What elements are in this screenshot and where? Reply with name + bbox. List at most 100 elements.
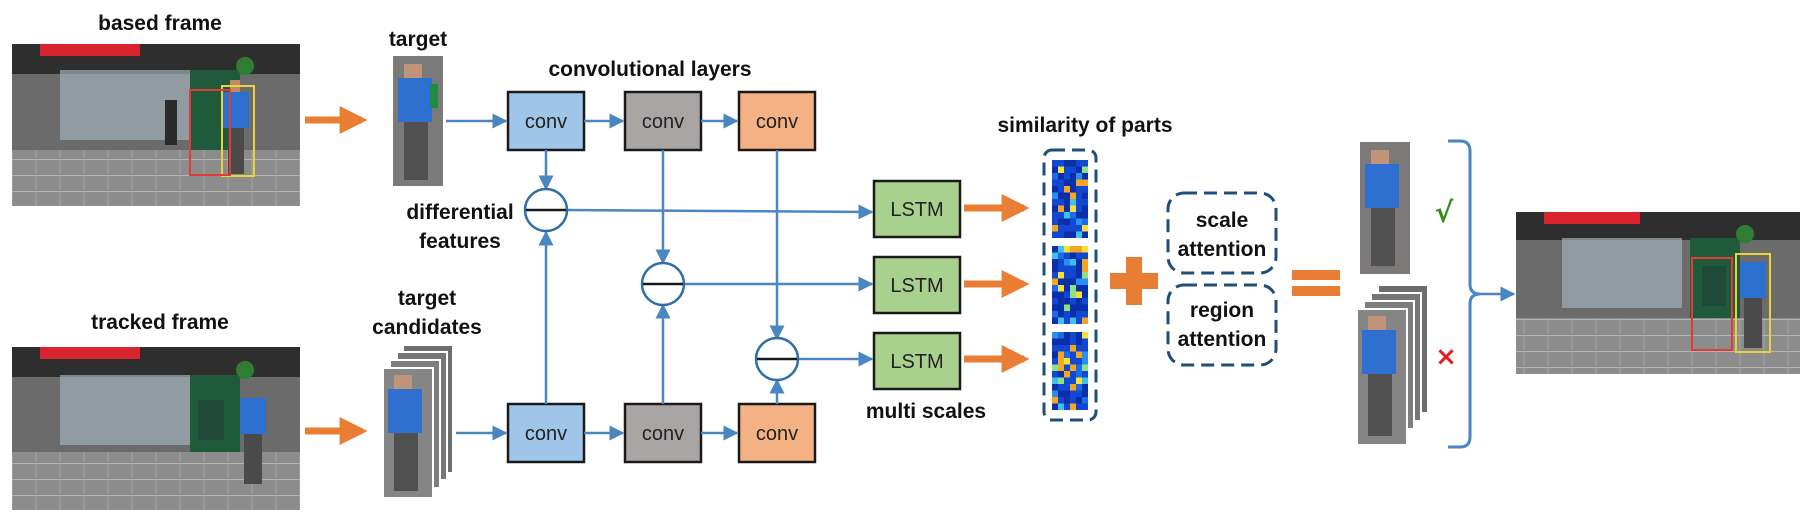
heatmap-cell: [1058, 173, 1064, 180]
heatmap-cell: [1052, 317, 1058, 324]
heatmap-cell: [1070, 351, 1076, 358]
heatmap-cell: [1070, 179, 1076, 186]
heatmap-cell: [1082, 377, 1088, 384]
heatmap-cell: [1082, 338, 1088, 345]
heatmap-cell: [1064, 252, 1070, 259]
heatmap-cell: [1064, 291, 1070, 298]
heatmap-cell: [1064, 173, 1070, 180]
heatmap-cell: [1082, 160, 1088, 167]
tracked-frame-label: tracked frame: [91, 311, 229, 334]
conv-top-2: conv: [623, 90, 703, 152]
heatmap-cell: [1082, 291, 1088, 298]
heatmap-cell: [1058, 345, 1064, 352]
heatmap-cell: [1076, 265, 1082, 272]
region-attention-label-1: region: [1190, 299, 1254, 322]
heatmap-cell: [1058, 311, 1064, 318]
heatmap-cell: [1076, 231, 1082, 238]
heatmap-cell: [1052, 218, 1058, 225]
heatmap-cell: [1082, 218, 1088, 225]
heatmap-cell: [1070, 345, 1076, 352]
heatmap-cell: [1052, 332, 1058, 339]
heatmap-cell: [1058, 160, 1064, 167]
heatmap-cell: [1064, 311, 1070, 318]
heatmap-cell: [1052, 205, 1058, 212]
heatmap-cell: [1052, 173, 1058, 180]
heatmap-cell: [1082, 298, 1088, 305]
heatmap-cell: [1058, 212, 1064, 219]
heatmap-cell: [1052, 338, 1058, 345]
heatmap-cell: [1070, 272, 1076, 279]
heatmap-cell: [1058, 272, 1064, 279]
heatmap-cell: [1070, 199, 1076, 206]
equals-icon: [1292, 270, 1340, 296]
heatmap-cell: [1052, 231, 1058, 238]
heatmap-cell: [1082, 246, 1088, 253]
heatmap-cell: [1082, 345, 1088, 352]
heatmap-cell: [1070, 278, 1076, 285]
lstm-3: LSTM: [872, 331, 962, 391]
heatmap-cell: [1082, 403, 1088, 410]
target-candidates-label-1: target: [398, 287, 456, 310]
heatmap-cell: [1058, 304, 1064, 311]
heatmap-cell: [1076, 173, 1082, 180]
heatmap-cell: [1070, 225, 1076, 232]
heatmap-cell: [1076, 160, 1082, 167]
scale-attention-label-2: attention: [1178, 238, 1267, 261]
diff-circle-2: [640, 261, 686, 307]
heatmap-cell: [1064, 218, 1070, 225]
heatmap-cell: [1070, 304, 1076, 311]
heatmap-cell: [1076, 304, 1082, 311]
heatmap-cell: [1070, 384, 1076, 391]
heatmap-cell: [1052, 160, 1058, 167]
heatmap-cell: [1082, 265, 1088, 272]
heatmap-cell: [1082, 285, 1088, 292]
diff-circle-3: [754, 336, 800, 382]
heatmap-cell: [1070, 332, 1076, 339]
heatmap-cell: [1052, 179, 1058, 186]
heatmap-cell: [1064, 338, 1070, 345]
heatmap-cell: [1064, 351, 1070, 358]
conv-bottom-3: conv: [737, 402, 817, 464]
heatmap-cell: [1070, 364, 1076, 371]
heatmap-cell: [1052, 364, 1058, 371]
heatmap-cell: [1070, 231, 1076, 238]
target-label: target: [389, 28, 447, 51]
target-image: [393, 56, 443, 186]
heatmap-cell: [1052, 377, 1058, 384]
heatmap-cell: [1064, 272, 1070, 279]
heatmap-cell: [1064, 192, 1070, 199]
heatmap-cell: [1052, 265, 1058, 272]
heatmap-cell: [1070, 259, 1076, 266]
heatmap-cell: [1064, 377, 1070, 384]
heatmap-cell: [1052, 272, 1058, 279]
heatmap-cell: [1064, 304, 1070, 311]
heatmap-cell: [1058, 199, 1064, 206]
lstm-1-label: LSTM: [890, 199, 943, 221]
similarity-heatmaps: [1052, 160, 1088, 410]
scale-attention-box: scale attention: [1166, 191, 1278, 275]
heatmap-cell: [1082, 371, 1088, 378]
heatmap-cell: [1052, 384, 1058, 391]
heatmap-cell: [1082, 317, 1088, 324]
heatmap-cell: [1082, 384, 1088, 391]
lstm-1: LSTM: [872, 179, 962, 239]
heatmap-cell: [1064, 345, 1070, 352]
conv-bottom-2-label: conv: [642, 423, 684, 445]
heatmap-cell: [1070, 403, 1076, 410]
heatmap-cell: [1076, 338, 1082, 345]
heatmap-cell: [1064, 186, 1070, 193]
heatmap-cell: [1082, 231, 1088, 238]
heatmap-cell: [1058, 179, 1064, 186]
heatmap-cell: [1070, 173, 1076, 180]
conv-bottom-1-label: conv: [525, 423, 567, 445]
lstm-3-label: LSTM: [890, 351, 943, 373]
heatmap-cell: [1064, 199, 1070, 206]
heatmap-cell: [1058, 332, 1064, 339]
conv-bottom-3-label: conv: [756, 423, 798, 445]
differential-label-2: features: [419, 230, 501, 253]
heatmap-cell: [1052, 166, 1058, 173]
heatmap-cell: [1052, 358, 1058, 365]
heatmap-cell: [1082, 225, 1088, 232]
region-attention-label-2: attention: [1178, 328, 1267, 351]
heatmap-cell: [1058, 384, 1064, 391]
